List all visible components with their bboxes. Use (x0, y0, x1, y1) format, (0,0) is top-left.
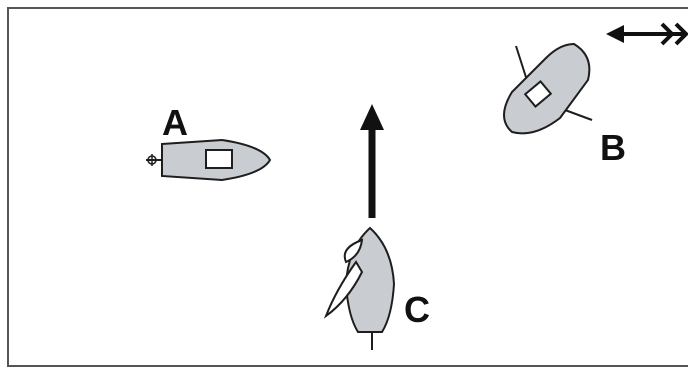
sail-icon (323, 260, 364, 319)
boat-a: A (146, 102, 272, 182)
boat-b-cabin (523, 80, 553, 108)
boat-c: C (323, 226, 430, 350)
boat-a-cabin (205, 149, 233, 169)
motion-arrow (360, 104, 384, 218)
sail-icon (343, 238, 364, 264)
boat-b-label: B (600, 127, 626, 168)
boat-c-hull (344, 226, 396, 333)
wind-arrow (606, 22, 688, 46)
propeller-icon (146, 154, 162, 166)
boat-a-label: A (162, 102, 188, 143)
boat-c-label: C (404, 289, 430, 330)
boat-b: B (503, 42, 626, 168)
